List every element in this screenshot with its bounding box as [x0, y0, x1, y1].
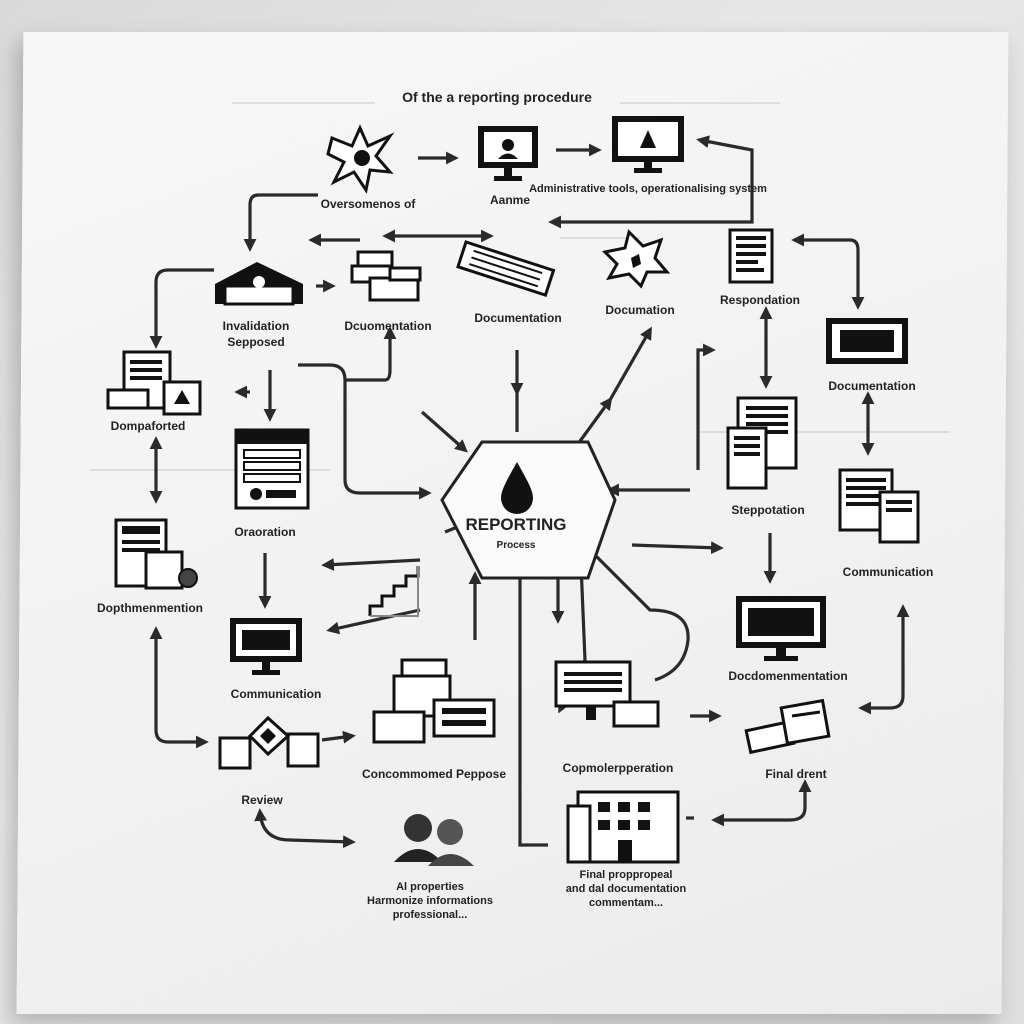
building-icon: [566, 790, 680, 864]
explosion-icon: [601, 229, 671, 289]
label-form: Oraoration: [234, 525, 295, 539]
people-icon: [394, 814, 474, 866]
label-top-right: Administrative tools, operationalising s…: [529, 183, 767, 195]
document-stack-icon: [350, 250, 422, 302]
label-explosion: Documation: [605, 303, 674, 317]
label-top-left: Oversomenos of: [321, 197, 417, 211]
label-people-2: Harmonize informations: [367, 895, 493, 907]
center-subtitle: Process: [497, 540, 536, 551]
label-final: Final drent: [765, 767, 826, 781]
papers-icon: [106, 350, 202, 416]
label-mid-docs: Concommomed Peppose: [362, 767, 506, 781]
label-building-1: Final proppropeal: [580, 869, 673, 881]
label-mid-screen: Copmolerpperation: [563, 761, 674, 775]
label-building-2: and dal documentation: [566, 883, 687, 895]
document-bundle-icon: [372, 658, 496, 744]
label-right-docs-2: Communication: [843, 565, 934, 579]
monitor-left-icon: [230, 618, 302, 675]
label-building-3: commentam...: [589, 897, 663, 909]
monitor-user-icon: [478, 126, 538, 181]
diagram-title: Of the a reporting procedure: [402, 89, 592, 105]
burst-icon: [326, 124, 395, 194]
ruler-document-icon: [456, 240, 556, 298]
monitor-right-icon: [736, 596, 826, 661]
document-gear-icon: [114, 518, 198, 590]
label-left-monitor: Communication: [231, 687, 322, 701]
document-stack-right-icon: [726, 396, 798, 490]
label-docs: Dcuomentation: [344, 319, 431, 333]
label-left-doc-gear: Dopthmenmention: [97, 601, 203, 615]
warehouse-icon: [215, 262, 303, 306]
stairs-icon: [368, 566, 420, 617]
connector-arrows: [149, 135, 910, 849]
center-node: REPORTING Process: [440, 440, 617, 580]
review-boxes-icon: [218, 715, 320, 770]
label-people-1: Al properties: [396, 881, 464, 893]
label-left-papers: Dompaforted: [111, 419, 186, 433]
document-pair-icon: [838, 468, 920, 544]
form-icon: [234, 428, 310, 510]
label-ruler: Documentation: [474, 311, 561, 325]
label-right-docs: Steppotation: [731, 503, 804, 517]
label-top-mid: Aanme: [490, 193, 530, 207]
monitor-warning-icon: [612, 116, 684, 173]
label-people-3: professional...: [393, 909, 468, 921]
document-icon: [728, 228, 774, 284]
label-warehouse-2: Sepposed: [227, 335, 284, 349]
label-warehouse-1: Invalidation: [223, 319, 290, 333]
label-right-monitor: Documentation: [828, 379, 915, 393]
final-document-icon: [744, 698, 831, 755]
monitor-icon: [826, 318, 908, 364]
drop-icon: [501, 462, 533, 514]
label-right-monitor-2: Docdomenmentation: [728, 669, 847, 683]
label-row2-right: Respondation: [720, 293, 800, 307]
label-review: Review: [241, 793, 283, 807]
center-title: REPORTING: [465, 515, 566, 534]
node-labels: Oversomenos of Aanme Administrative tool…: [97, 183, 933, 921]
screen-icon: [554, 660, 660, 728]
center-hexagon: [440, 440, 617, 580]
